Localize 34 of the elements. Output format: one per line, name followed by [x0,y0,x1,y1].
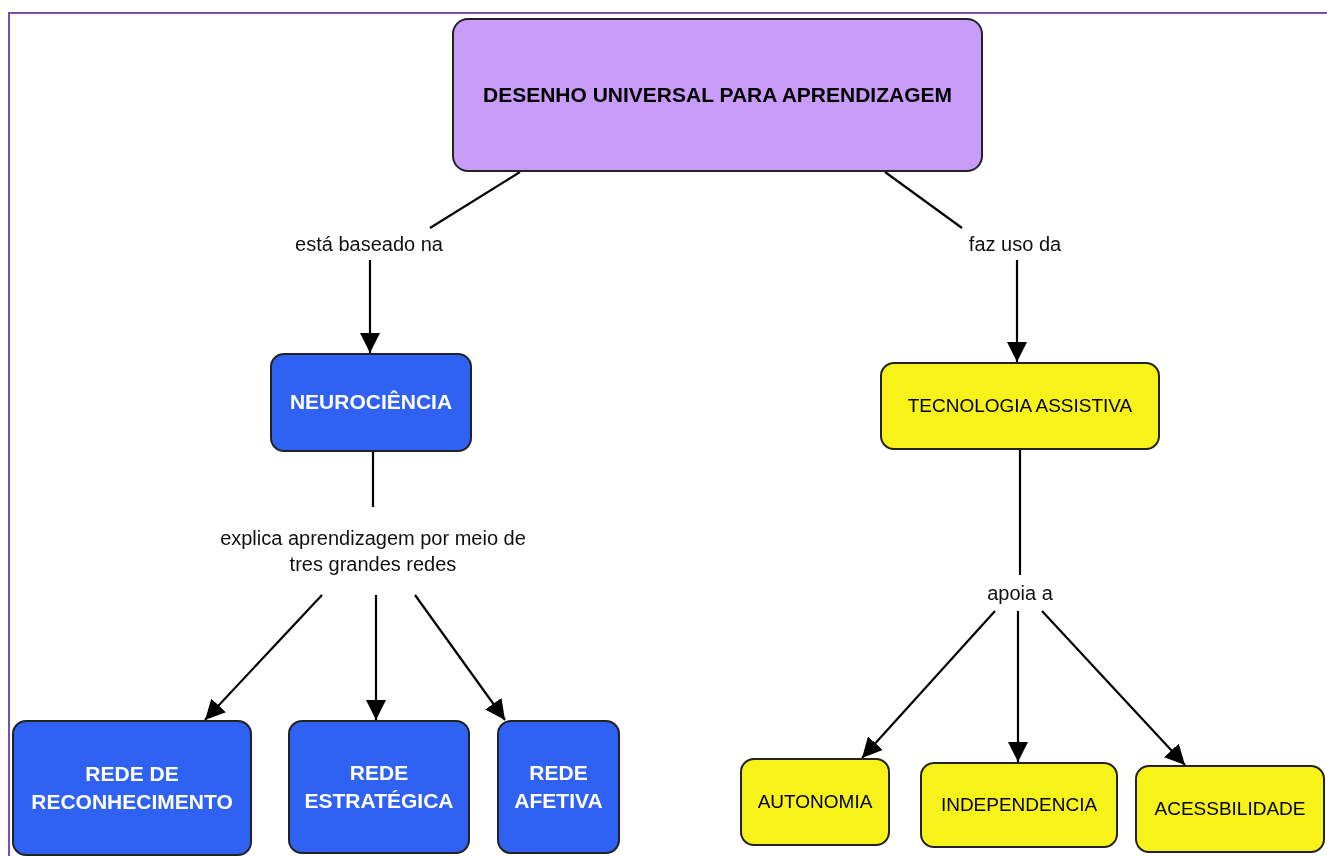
linking-phrase: explica aprendizagem por meio de tres grandes redes [219,526,527,577]
concept-box [920,762,1118,848]
connector-line [371,452,375,507]
concept-box [1135,765,1325,853]
concept-label: ACESSBILIDADE [1154,798,1306,820]
concept-box [12,720,252,856]
concept-box [452,18,983,172]
concept-label: INDEPENDENCIA [940,794,1098,816]
connector-line [429,171,521,229]
concept-box [497,720,620,854]
concept-label: REDE ESTRATÉGICA [303,759,455,814]
arrow [1008,611,1028,762]
concept-label: REDE AFETIVA [513,759,604,814]
arrow [366,595,386,720]
arrow [1007,260,1027,362]
concept-label: REDE DE RECONHECIMENTO [30,760,234,815]
arrow [1041,610,1186,766]
concept-label: TECNOLOGIA ASSISTIVA [907,395,1133,417]
concept-box [270,353,472,452]
concept-label: AUTONOMIA [757,791,873,813]
arrow [360,260,380,353]
concept-box [740,758,890,846]
concept-box [880,362,1160,450]
concept-label: DESENHO UNIVERSAL PARA APRENDIZAGEM [482,83,952,107]
arrow [204,594,323,721]
linking-phrase: faz uso da [968,232,1062,257]
linking-phrase: apoia a [987,581,1053,606]
linking-phrase: está baseado na [295,232,443,257]
concept-label: NEUROCIÊNCIA [289,389,453,416]
arrow [861,610,996,759]
connector-line [1018,450,1022,575]
concept-box [288,720,470,854]
connector-line [884,171,963,229]
arrow [414,594,506,721]
